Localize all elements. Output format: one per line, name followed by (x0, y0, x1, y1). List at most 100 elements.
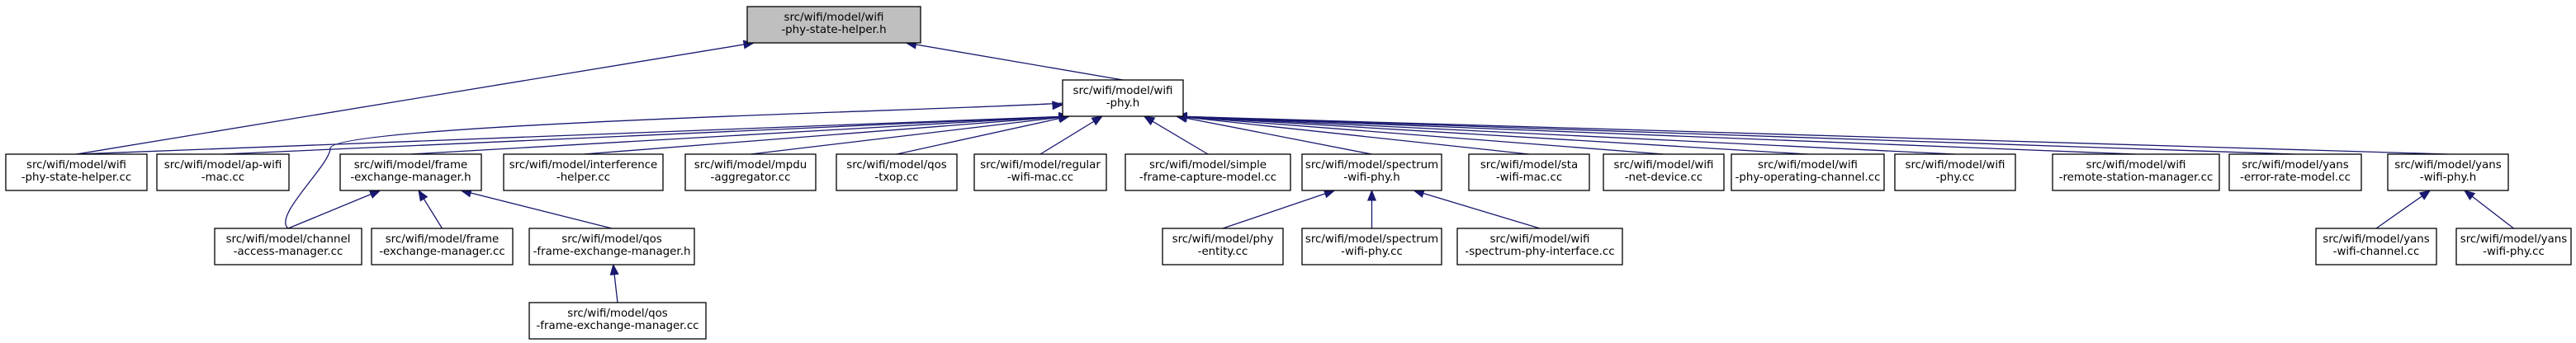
node-label-line: src/wifi/model/wifi (1906, 159, 2005, 172)
node-label-line: src/wifi/model/spectrum (1305, 233, 1438, 246)
edge-channel_access_manager_cc-to-wifi_phy_h (285, 101, 1064, 229)
node-phy-entity-cc[interactable]: src/wifi/model/phy-entity.cc (1162, 228, 1284, 265)
node-box (371, 228, 514, 265)
node-box (156, 153, 290, 191)
node-wifi-net-device-cc[interactable]: src/wifi/model/wifi-net-device.cc (1603, 153, 1725, 191)
edge-line (1176, 115, 2449, 155)
node-box (2052, 153, 2220, 191)
node-frame-exchange-manager-cc[interactable]: src/wifi/model/frame-exchange-manager.cc (371, 228, 514, 265)
node-ap-wifi-mac-cc[interactable]: src/wifi/model/ap-wifi-mac.cc (156, 153, 290, 191)
node-label-line: -aggregator.cc (711, 172, 791, 184)
edge-arrowhead (1091, 115, 1104, 126)
node-box (2455, 228, 2572, 265)
node-box (1731, 153, 1885, 191)
edge-line (1222, 190, 1335, 229)
node-box (1062, 79, 1184, 117)
node-label-line: -entity.cc (1198, 246, 1248, 258)
node-wifi-remote-station-manager-cc[interactable]: src/wifi/model/wifi-remote-station-manag… (2052, 153, 2220, 191)
node-label-line: src/wifi/model/wifi (784, 12, 884, 24)
node-label-line: src/wifi/model/qos (561, 233, 662, 246)
node-interference-helper-cc[interactable]: src/wifi/model/interference-helper.cc (503, 153, 664, 191)
edge-line (1176, 115, 1530, 155)
node-label-line: src/wifi/model/wifi (1073, 85, 1173, 97)
graph-edges (76, 40, 2514, 303)
node-yans-wifi-channel-cc[interactable]: src/wifi/model/yans-wifi-channel.cc (2315, 228, 2437, 265)
edge-line (1413, 190, 1541, 229)
node-box (5, 153, 148, 191)
edge-ap_wifi_mac_cc-to-wifi_phy_h (222, 112, 1071, 155)
node-label-line: src/wifi/model/simple (1149, 159, 1267, 172)
node-box (2228, 153, 2362, 191)
node-yans-error-rate-model-cc[interactable]: src/wifi/model/yans-error-rate-model.cc (2228, 153, 2362, 191)
node-qos-frame-exchange-manager-h[interactable]: src/wifi/model/qos-frame-exchange-manage… (528, 228, 695, 265)
edge-line (76, 42, 755, 155)
edge-qos_frame_exchange_manager_cc-to-qos_frame_exchange_manager_h (609, 263, 619, 303)
node-label-line: src/wifi/model/yans (2460, 233, 2568, 246)
edge-line (285, 102, 1063, 229)
edge-spectrum_wifi_phy_cc-to-spectrum_wifi_phy_h (1366, 189, 1377, 228)
node-label-line: src/wifi/model/qos (567, 308, 668, 320)
node-box (1456, 228, 1623, 265)
node-wifi-phy-state-helper-cc[interactable]: src/wifi/model/wifi-phy-state-helper.cc (5, 153, 148, 191)
node-label-line: src/wifi/model/yans (2394, 159, 2502, 172)
node-label-line: -remote-station-manager.cc (2059, 172, 2214, 184)
node-wifi-phy-h[interactable]: src/wifi/model/wifi-phy.h (1062, 79, 1184, 117)
node-sta-wifi-mac-cc[interactable]: src/wifi/model/sta-wifi-mac.cc (1468, 153, 1590, 191)
node-regular-wifi-mac-cc[interactable]: src/wifi/model/regular-wifi-mac.cc (973, 153, 1107, 191)
node-spectrum-wifi-phy-h[interactable]: src/wifi/model/spectrum-wifi-phy.h (1301, 153, 1442, 191)
graph-nodes: src/wifi/model/wifi-phy-state-helper.hsr… (5, 6, 2572, 340)
node-box (1468, 153, 1590, 191)
node-box (503, 153, 664, 191)
node-label-line: src/wifi/model/wifi (1490, 233, 1590, 246)
node-qos-frame-exchange-manager-cc[interactable]: src/wifi/model/qos-frame-exchange-manage… (528, 302, 707, 340)
edge-wifi_phy_h-to-root (905, 40, 1124, 81)
node-label-line: -phy-state-helper.cc (21, 172, 132, 184)
node-label-line: -wifi-channel.cc (2333, 246, 2420, 258)
edge-line (2464, 190, 2514, 229)
edge-wifi_phy_state_helper_cc-to-root (76, 40, 755, 155)
edge-arrowhead (1323, 189, 1336, 199)
node-label-line: -phy-state-helper.h (781, 24, 886, 36)
node-yans-wifi-phy-cc[interactable]: src/wifi/model/yans-wifi-phy.cc (2455, 228, 2572, 265)
edge-arrowhead (418, 189, 429, 202)
node-box (684, 153, 817, 191)
edge-line (1144, 115, 1209, 155)
node-label-line: src/wifi/model/spectrum (1305, 159, 1438, 172)
node-label-line: -wifi-mac.cc (1007, 172, 1073, 184)
edge-frame_exchange_manager_cc-to-frame_exchange_manager_h (418, 189, 443, 229)
node-wifi-phy-operating-channel-cc[interactable]: src/wifi/model/wifi-phy-operating-channe… (1731, 153, 1885, 191)
node-label-line: -txop.cc (874, 172, 918, 184)
edge-line (287, 190, 381, 229)
node-box (1301, 153, 1442, 191)
node-spectrum-wifi-phy-cc[interactable]: src/wifi/model/spectrum-wifi-phy.cc (1301, 228, 1442, 265)
node-label-line: -wifi-mac.cc (1496, 172, 1562, 184)
node-yans-wifi-phy-h[interactable]: src/wifi/model/yans-wifi-phy.h (2387, 153, 2509, 191)
node-label-line: src/wifi/model/phy (1172, 233, 1274, 246)
node-box (214, 228, 362, 265)
node-label-line: -wifi-phy.cc (2483, 246, 2545, 258)
node-label-line: -access-manager.cc (234, 246, 343, 258)
node-box (1125, 153, 1291, 191)
node-channel-access-manager-cc[interactable]: src/wifi/model/channel-access-manager.cc (214, 228, 362, 265)
edge-yans_wifi_channel_cc-to-yans_wifi_phy_h (2375, 190, 2432, 229)
node-label-line: src/wifi/model/regular (980, 159, 1101, 172)
node-label-line: src/wifi/model/frame (354, 159, 468, 172)
node-qos-txop-cc[interactable]: src/wifi/model/qos-txop.cc (836, 153, 958, 191)
node-label-line: src/wifi/model/frame (386, 233, 500, 246)
edge-line (76, 115, 1070, 155)
node-label-line: -wifi-phy.h (1343, 172, 1400, 184)
node-wifi-spectrum-phy-interface-cc[interactable]: src/wifi/model/wifi-spectrum-phy-interfa… (1456, 228, 1623, 265)
node-label-line: src/wifi/model/channel (226, 233, 351, 246)
node-label-line: src/wifi/model/wifi (26, 159, 126, 172)
node-box (1894, 153, 2016, 191)
node-label-line: -net-device.cc (1625, 172, 1703, 184)
node-label-line: src/wifi/model/yans (2323, 233, 2430, 246)
edge-line (896, 115, 1070, 155)
edge-arrowhead (2463, 190, 2476, 201)
node-wifi-phy-cc[interactable]: src/wifi/model/wifi-phy.cc (1894, 153, 2016, 191)
node-mpdu-aggregator-cc[interactable]: src/wifi/model/mpdu-aggregator.cc (684, 153, 817, 191)
node-simple-frame-capture-model-cc[interactable]: src/wifi/model/simple-frame-capture-mode… (1125, 153, 1291, 191)
edge-line (1176, 115, 1956, 155)
node-frame-exchange-manager-h[interactable]: src/wifi/model/frame-exchange-manager.h (339, 153, 482, 191)
edge-channel_access_manager_cc-to-frame_exchange_manager_h (287, 190, 381, 229)
